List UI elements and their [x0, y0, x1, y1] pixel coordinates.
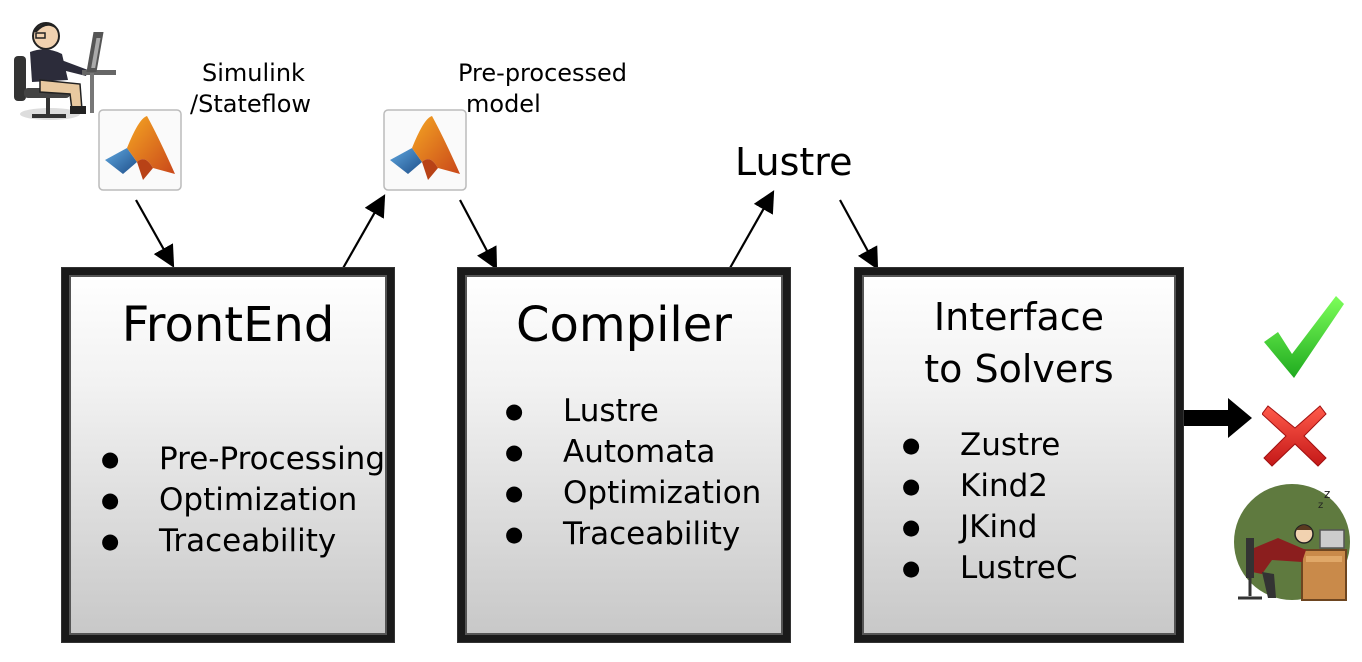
solvers-title-line2: to Solvers [924, 347, 1114, 391]
solvers-box: Interface to Solvers Zustre Kind2 JKind … [855, 268, 1183, 642]
svg-text:z: z [1318, 500, 1323, 511]
list-item: JKind [902, 507, 1077, 548]
check-icon [1264, 296, 1344, 378]
solvers-title-line1: Interface [933, 295, 1105, 339]
arrow-compiler-to-lustre [729, 190, 775, 269]
list-item: Optimization [505, 473, 761, 514]
solvers-list: Zustre Kind2 JKind LustreC [902, 425, 1077, 589]
compiler-box: Compiler Lustre Automata Optimization Tr… [458, 268, 790, 642]
frontend-list: Pre-Processing Optimization Traceability [101, 439, 385, 562]
lustre-label: Lustre [735, 140, 853, 184]
arrow-lustre-to-solvers [839, 199, 879, 270]
preprocessed-label-line1: Pre-processed [458, 59, 628, 87]
user-at-computer-icon [14, 22, 116, 120]
list-item: Traceability [101, 521, 385, 562]
list-item: Optimization [101, 480, 385, 521]
frontend-title: FrontEnd [121, 297, 335, 353]
solvers-title: Interface to Solvers [862, 291, 1176, 395]
simulink-label-line1: Simulink [202, 59, 305, 87]
preprocessed-label-line2: model [466, 90, 541, 118]
list-item: Pre-Processing [101, 439, 385, 480]
list-item: Kind2 [902, 466, 1077, 507]
list-item: LustreC [902, 548, 1077, 589]
simulink-label-line2: /Stateflow [190, 90, 312, 118]
arrow-frontend-to-preprocessed [341, 194, 386, 271]
list-item: Automata [505, 432, 761, 473]
frontend-box: FrontEnd Pre-Processing Optimization Tra… [62, 268, 394, 642]
compiler-list: Lustre Automata Optimization Traceabilit… [505, 391, 761, 555]
result-arrow [1182, 398, 1252, 438]
list-item: Zustre [902, 425, 1077, 466]
compiler-title: Compiler [515, 297, 733, 353]
arrow-preprocessed-to-compiler [459, 199, 498, 270]
frustrated-user-icon: z z [1234, 484, 1350, 601]
preprocessed-label: Pre-processed model [458, 58, 627, 120]
cross-icon [1262, 405, 1327, 467]
arrow-simulink-to-frontend [135, 199, 175, 268]
list-item: Lustre [505, 391, 761, 432]
matlab-logo-icon [98, 109, 182, 191]
matlab-logo-icon [383, 109, 467, 191]
simulink-label: Simulink /Stateflow [190, 58, 311, 120]
list-item: Traceability [505, 514, 761, 555]
svg-text:z: z [1324, 487, 1330, 501]
